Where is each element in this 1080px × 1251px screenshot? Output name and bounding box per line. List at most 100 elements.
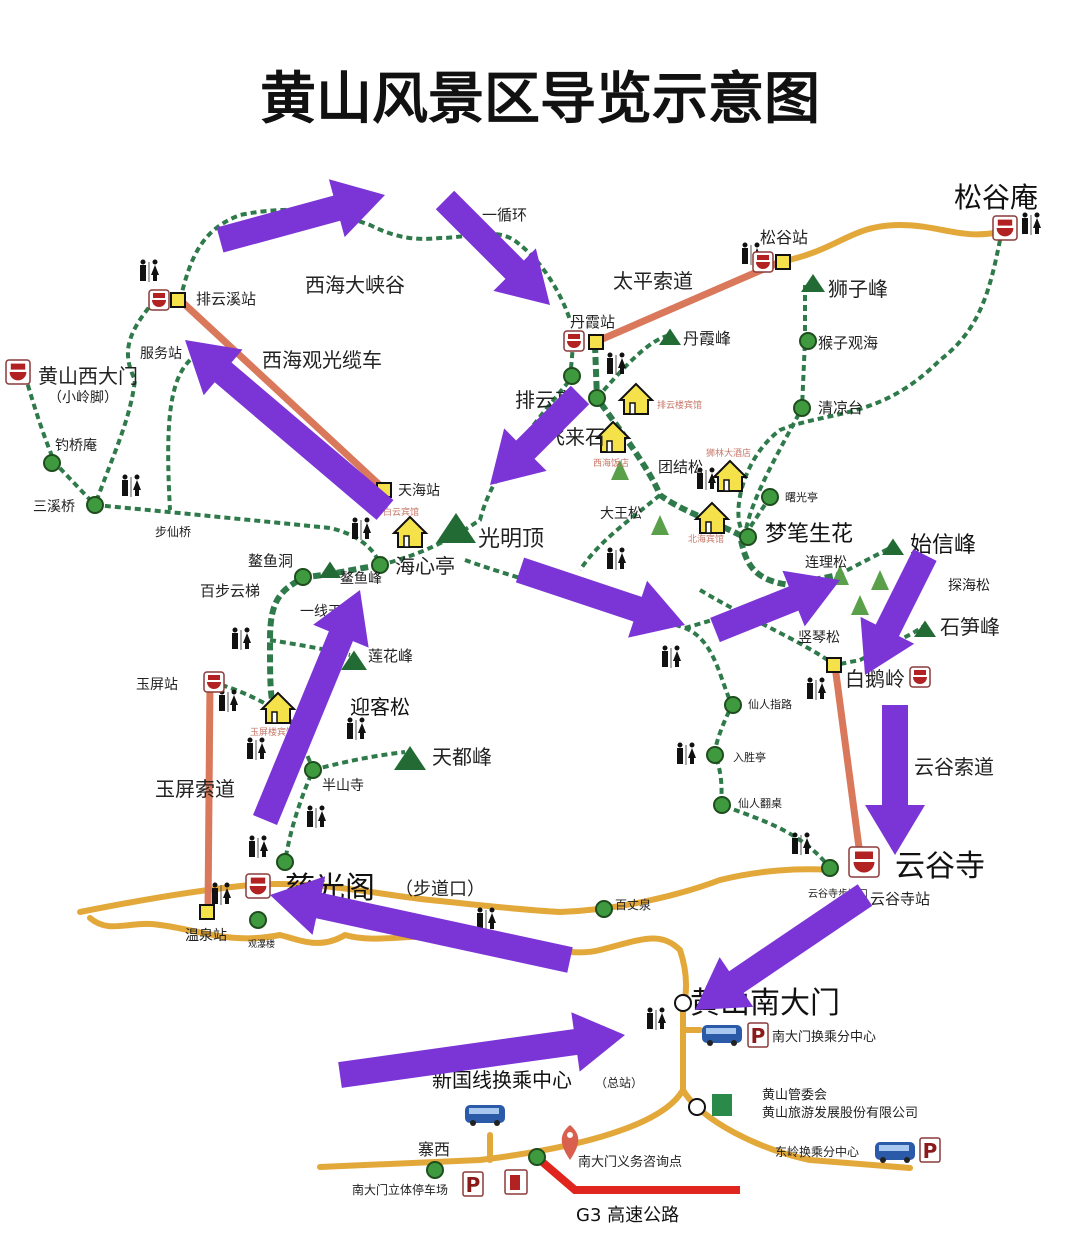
label-xinguoxian-transfer: 新国线换乘中心 [432,1068,572,1092]
viewpoint-icon [713,796,731,814]
svg-text:P: P [466,1173,481,1197]
viewpoint-icon [86,496,104,514]
hotel-icon [617,382,655,415]
label-wenquan-station: 温泉站 [185,927,227,944]
label-houziguanhai: 猴子观海 [818,334,878,352]
route-arrow [710,570,840,643]
restroom-icon [607,547,626,570]
restroom-icon [347,717,366,740]
label-beihai-hotel: 北海宾馆 [688,533,724,545]
map-labels: 一循环西海大峡谷排云溪站服务站西海观光缆车黄山西大门（小岭脚）钓桥庵三溪桥步仙桥… [33,181,1038,1226]
label-highway: G3 高速公路 [576,1205,679,1226]
restroom-icon [122,474,141,497]
peak-icon [659,328,681,345]
pine-tree-icon [871,570,889,590]
peak-icon [914,620,936,637]
restroom-icon [647,1007,666,1030]
restroom-icon [792,832,811,855]
restroom-icon [1022,212,1041,235]
label-danxia-station: 丹霞站 [570,313,615,331]
restroom-icon [607,352,626,375]
label-tuanjiesong: 团结松 [658,458,703,476]
restroom-icon [697,467,716,490]
junction-icon [688,1098,706,1116]
restroom-icon [249,835,268,858]
label-diaoqiaoan: 钓桥庵 [55,437,97,454]
route-arrow [252,590,369,825]
viewpoint-icon [563,367,581,385]
bus-icon [702,1025,742,1046]
peak-icon [436,513,476,543]
label-buxianqiao: 步仙桥 [155,525,191,539]
viewpoint-icon [371,556,389,574]
viewpoint-icon [793,399,811,417]
ticket-office-icon [245,873,271,899]
viewpoint-icon [799,332,817,350]
restroom-icon [212,882,231,905]
restroom-icon [662,645,681,668]
viewpoint-icon [706,746,724,764]
peak-icon [319,561,341,578]
label-paiyunxi-station: 排云溪站 [196,290,256,308]
restroom-icon [232,627,251,650]
restroom-icon [477,907,496,930]
peak-icon [341,650,367,670]
map-title: 黄山风景区导览示意图 [260,67,820,132]
ticket-office-icon [563,330,585,352]
ticket-office-icon [5,359,31,385]
pine-tree-icon [851,595,869,615]
label-west-gate-sub: （小岭脚） [48,390,118,406]
parking-icon: P [462,1171,484,1197]
bus-icon [875,1142,915,1163]
cableway-station-icon [775,254,791,270]
route-arrow [515,557,685,638]
cableway-station-icon [199,904,215,920]
peak-icon [394,746,426,770]
label-yupinglou-hotel: 玉屏楼宾馆 [250,726,295,738]
viewpoint-icon [276,853,294,871]
route-arrow [695,884,873,1010]
cableway-station-icon [588,334,604,350]
label-xihai-hotel: 西海饭店 [593,457,629,469]
label-yungusi: 云谷寺 [895,849,985,884]
ticket-office-icon [909,666,931,688]
label-shisun-peak: 石笋峰 [940,615,1000,639]
label-tiandu-peak: 天都峰 [432,745,492,769]
label-south-gate-transfer: 南大门换乘分中心 [772,1029,876,1045]
route-arrow [338,1012,625,1088]
label-yungusi-station: 云谷寺站 [870,890,930,908]
svg-text:P: P [751,1024,766,1048]
cableways [177,258,864,913]
label-aoyudong: 鳌鱼洞 [248,552,293,570]
label-sanxiqiao: 三溪桥 [33,499,75,515]
restroom-icon [352,517,371,540]
label-loop1: 一循环 [482,206,527,224]
peak-icon [882,538,904,555]
label-guanpulou: 观瀑楼 [248,938,275,950]
ticket-office-icon [148,289,170,311]
hotel-icon [711,459,749,492]
label-shizi-peak: 狮子峰 [828,277,888,301]
hotel-icon [259,691,297,724]
label-dawangsong: 大王松 [600,506,642,522]
label-rushengting: 入胜亭 [733,750,766,764]
label-yuping-cableway: 玉屏索道 [155,777,235,801]
restroom-icon [807,677,826,700]
label-lianhua-peak: 莲花峰 [368,647,413,665]
label-service-station: 服务站 [140,346,182,362]
label-haixinting: 海心亭 [395,554,455,578]
viewpoint-icon [739,528,757,546]
label-taiping-cableway: 太平索道 [613,269,693,293]
pine-tree-icon [611,460,629,480]
route-arrow [216,179,385,253]
map-icons: PPP [5,212,1041,1197]
route-arrows [185,179,937,1088]
route-arrow [490,385,590,485]
label-mengbishenghua: 梦笔生花 [765,522,853,547]
label-shilin-hotel: 狮林大酒店 [706,447,751,459]
label-paiyunlou-hotel: 排云楼宾馆 [657,399,702,411]
label-songgu-station: 松谷站 [760,228,808,247]
company-logo-icon [712,1094,732,1116]
label-baiyun-hotel: 白云宾馆 [383,506,419,518]
label-west-gate: 黄山西大门 [38,364,138,388]
